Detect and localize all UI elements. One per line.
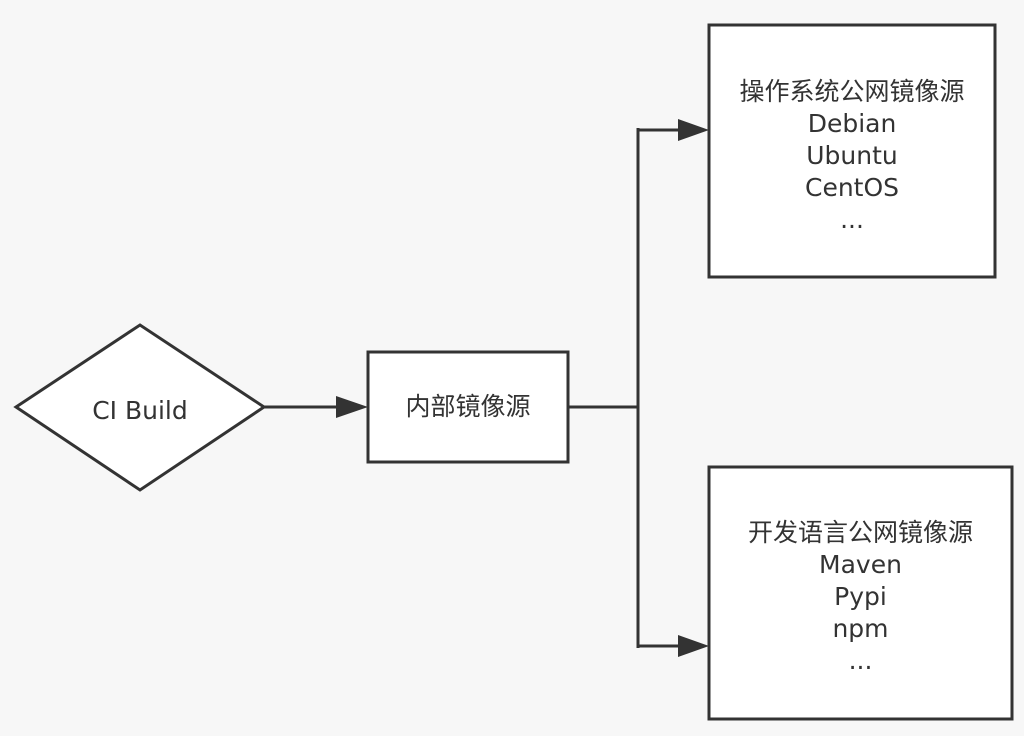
lang-mirror-title: 开发语言公网镜像源 [747, 518, 973, 547]
os-item-debian: Debian [807, 109, 897, 138]
os-mirror-text: 操作系统公网镜像源 Debian Ubuntu CentOS ... [709, 72, 995, 240]
internal-mirror-box[interactable] [366, 350, 570, 464]
lang-item-maven: Maven [819, 550, 902, 579]
os-item-centos: CentOS [804, 173, 900, 202]
os-item-more: ... [840, 205, 864, 234]
arrowhead-ci-to-internal [336, 396, 368, 418]
lang-mirror-box[interactable] [707, 465, 1014, 721]
arrowhead-to-lang [678, 635, 709, 657]
ci-build-label: CI Build [92, 396, 188, 425]
os-item-ubuntu: Ubuntu [806, 141, 898, 170]
lang-item-more: ... [848, 646, 873, 675]
os-mirror-title: 操作系统公网镜像源 [739, 77, 965, 106]
arrowhead-to-os [678, 119, 709, 141]
internal-mirror-label: 内部镜像源 [405, 392, 531, 421]
os-mirror-box[interactable] [707, 23, 997, 279]
lang-item-pypi: Pypi [834, 582, 887, 611]
lang-mirror-text: 开发语言公网镜像源 Maven Pypi npm ... [709, 512, 1012, 682]
lang-item-npm: npm [832, 614, 889, 643]
